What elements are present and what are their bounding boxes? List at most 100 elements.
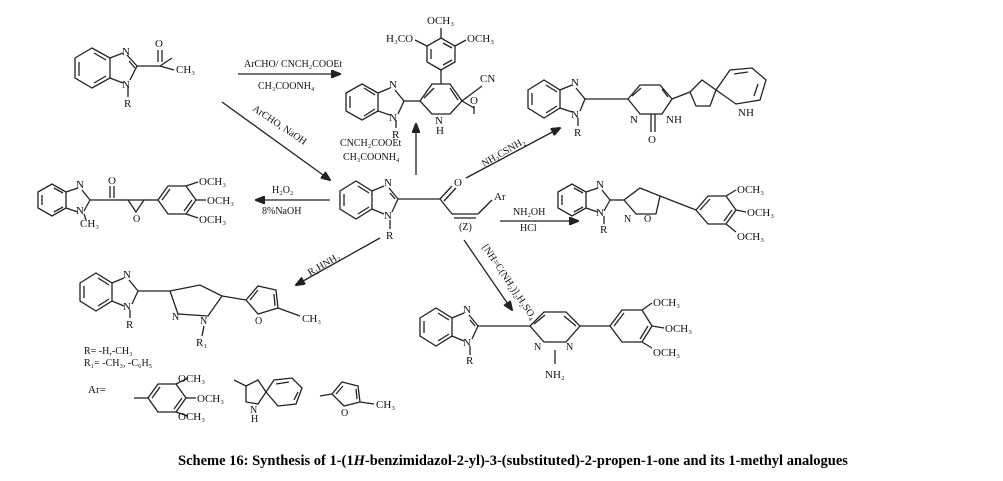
atom-N: N xyxy=(76,205,84,217)
atom-O: O xyxy=(133,214,140,225)
reagent-guanidine: [NH=C(NH₂)]₂H₂SO₄ xyxy=(480,243,539,323)
central-chalcone: N N R O Ar (Z) xyxy=(339,177,506,242)
atom-N: N xyxy=(566,342,573,353)
atom-N: N xyxy=(534,342,541,353)
arrow-to-pyrazoline xyxy=(296,237,381,285)
atom-H: H xyxy=(251,414,258,425)
product-aminopyrimidine: N N R N N NH₂ OCH₃ OCH₃ OCH₃ xyxy=(419,297,692,381)
caption-italic-h: H xyxy=(353,453,365,469)
substituent-R1: R₁ xyxy=(196,337,207,349)
scheme-caption: Scheme 16: Synthesis of 1-(1H-benzimidaz… xyxy=(178,453,848,470)
atom-O: O xyxy=(454,177,462,189)
product-isoxazoline: N N R N O OCH₃ OCH₃ OCH₃ xyxy=(557,179,774,243)
methoxy-label: OCH₃ xyxy=(665,323,692,335)
atom-N: N xyxy=(384,210,392,222)
legend-ar: Ar= xyxy=(88,384,106,396)
atom-NH: NH xyxy=(738,107,754,119)
arrow-to-aminopyrimidine xyxy=(463,239,512,310)
reagent-hcl: HCl xyxy=(520,223,537,234)
methoxy-label: OCH₃ xyxy=(178,373,205,385)
reagent-h2o2: H₂O₂ xyxy=(272,185,293,196)
reagent-archo-cnch2cooet: ArCHO/ CNCH₂COOEt xyxy=(244,59,342,70)
atom-N: N xyxy=(596,179,604,191)
atom-N: N xyxy=(630,114,638,126)
reagent-cnch2cooet: CNCH₂COOEt xyxy=(340,138,401,149)
reagent-thiourea: NH₂CSNH₂ xyxy=(480,136,527,170)
atom-R: R xyxy=(392,129,400,141)
atom-N: N xyxy=(389,112,397,124)
atom-O: O xyxy=(644,214,651,225)
atom-N: N xyxy=(389,79,397,91)
atom-N: N xyxy=(596,207,604,219)
methoxy-label: OCH₃ xyxy=(207,195,234,207)
atom-R: R xyxy=(466,355,474,367)
atom-R: R xyxy=(124,98,132,110)
product-pyrazoline: N N R N N R₁ O CH₃ xyxy=(79,269,321,349)
ar-option-methylfuryl: O CH₃ xyxy=(319,381,395,419)
atom-N: N xyxy=(123,301,131,313)
atom-Ar: Ar xyxy=(494,191,506,203)
methyl-label: CH₃ xyxy=(176,64,195,76)
methoxy-label: OCH₃ xyxy=(178,411,205,423)
product-epoxide: N N CH₃ O O OCH₃ OCH₃ OCH₃ xyxy=(37,175,234,230)
atom-N: N xyxy=(624,214,631,225)
reagent-nh2oh: NH₂OH xyxy=(513,207,545,218)
atom-N: N xyxy=(250,405,257,416)
atom-N: N xyxy=(123,269,131,281)
reagent-ch3coonh4: CH₃COONH₄ xyxy=(258,81,315,92)
methoxy-label: OCH₃ xyxy=(653,347,680,359)
nitrile-label: CN xyxy=(480,73,495,85)
atom-N: N xyxy=(76,179,84,191)
atom-O: O xyxy=(470,95,478,107)
caption-prefix: Scheme 16: Synthesis of 1-(1 xyxy=(178,453,354,469)
product-pyrimidinone-indole: N N R N NH O NH xyxy=(527,67,767,146)
atom-N: N xyxy=(200,316,207,327)
atom-O: O xyxy=(108,175,116,187)
methoxy-label: OCH₃ xyxy=(467,33,494,45)
stereo-label: (Z) xyxy=(459,222,472,233)
methoxy-label: OCH₃ xyxy=(737,184,764,196)
atom-N: N xyxy=(122,79,130,91)
atom-O: O xyxy=(648,134,656,146)
methoxy-label: OCH₃ xyxy=(747,207,774,219)
methoxy-label: OCH₃ xyxy=(653,297,680,309)
methoxy-label: H₃CO xyxy=(386,33,413,45)
atom-N: N xyxy=(122,46,130,58)
atom-N: N xyxy=(463,304,471,316)
methyl-label: CH₃ xyxy=(80,218,99,230)
legend-r: R= -H,-CH₃ xyxy=(84,346,133,357)
atom-N: N xyxy=(172,312,179,323)
atom-O: O xyxy=(341,408,348,419)
methoxy-label: OCH₃ xyxy=(427,15,454,27)
atom-O: O xyxy=(255,316,262,327)
ar-option-indolyl: N H xyxy=(233,377,303,425)
arrow-to-pyrimidinone xyxy=(465,128,560,179)
atom-N: N xyxy=(435,115,443,127)
amino-label: NH₂ xyxy=(545,369,565,381)
methoxy-label: OCH₃ xyxy=(197,393,224,405)
atom-NH: NH xyxy=(666,114,682,126)
ar-option-trimethoxyphenyl: OCH₃ OCH₃ OCH₃ xyxy=(134,373,224,423)
reagent-hydrazine: R₁HNH₂ xyxy=(306,251,342,278)
atom-H: H xyxy=(436,125,444,137)
atom-O: O xyxy=(155,38,163,50)
reagent-archo-naoh: ArCHO, NaOH xyxy=(250,103,308,147)
atom-R: R xyxy=(574,127,582,139)
methoxy-label: OCH₃ xyxy=(199,176,226,188)
reagent-ch3coonh4-2: CH₃COONH₄ xyxy=(343,152,400,163)
arrow-to-chalcone xyxy=(221,101,330,180)
atom-N: N xyxy=(571,77,579,89)
atom-N: N xyxy=(384,177,392,189)
legend-r1: R₁= -CH₃, -C₆H₅ xyxy=(84,358,152,369)
reaction-scheme: N N O CH₃ R ArCHO/ CNCH₂COOEt CH₃COONH₄ … xyxy=(37,15,774,425)
atom-N: N xyxy=(571,109,579,121)
caption-suffix: -benzimidazol-2-yl)-3-(substituted)-2-pr… xyxy=(364,453,848,469)
methyl-label: CH₃ xyxy=(376,399,395,411)
atom-R: R xyxy=(600,224,608,236)
reagent-naoh: 8%NaOH xyxy=(262,206,301,217)
starting-acetylbenzimidazole: N N O CH₃ R xyxy=(74,38,195,110)
product-cyanopyridone: N N R O CN N H H₃CO OCH₃ OCH₃ xyxy=(345,15,495,141)
atom-R: R xyxy=(386,230,394,242)
methoxy-label: OCH₃ xyxy=(737,231,764,243)
atom-R: R xyxy=(126,319,134,331)
